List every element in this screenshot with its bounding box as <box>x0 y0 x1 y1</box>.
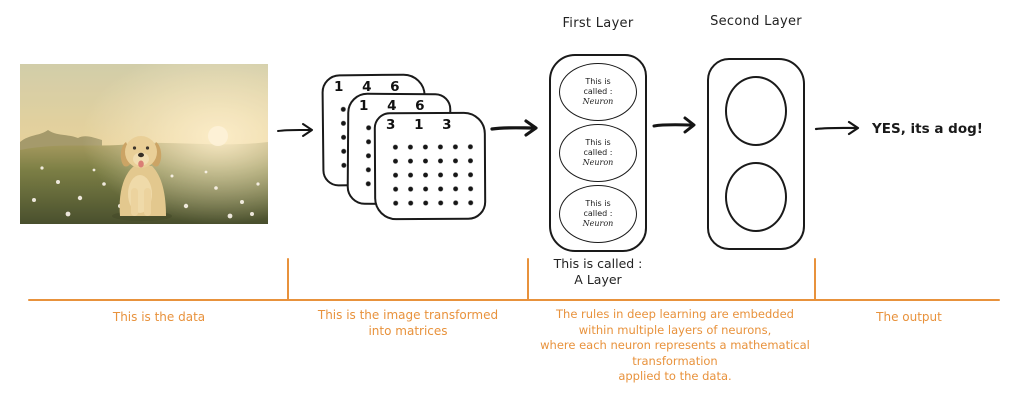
arrow-right-icon <box>490 116 546 140</box>
first-layer-box: This is called : Neuron This is called :… <box>549 54 647 252</box>
output-text: YES, its a dog! <box>872 121 983 137</box>
second-layer-box <box>707 58 805 250</box>
matrix-3-values: 3 1 3 <box>386 117 459 133</box>
annotation-matrices: This is the image transformed into matri… <box>317 308 499 339</box>
annotation-rules: The rules in deep learning are embedded … <box>540 307 810 384</box>
second-layer-label: Second Layer <box>710 14 802 29</box>
dog-photo <box>20 64 268 224</box>
neuron-ellipse: This is called : Neuron <box>559 63 637 121</box>
first-layer-label: First Layer <box>562 16 634 31</box>
annotation-divider-line <box>28 299 1000 302</box>
divider-tick <box>287 258 290 300</box>
neuron-ellipse: This is called : Neuron <box>559 185 637 243</box>
neuron-name: Neuron <box>582 158 614 167</box>
annotation-output: The output <box>876 310 942 324</box>
neuron-name: Neuron <box>582 97 614 106</box>
arrow-right-icon <box>276 120 320 140</box>
neuron-ellipse-empty <box>725 162 787 232</box>
matrix-2-values: 1 4 6 <box>359 98 432 114</box>
divider-tick <box>527 258 530 300</box>
neuron-text-line1: This is <box>585 199 611 208</box>
matrix-dots-grid <box>385 137 476 210</box>
arrow-right-icon <box>652 114 704 136</box>
neuron-text-line1: This is <box>585 77 611 86</box>
neuron-ellipse-empty <box>725 76 787 146</box>
annotation-data: This is the data <box>112 310 206 324</box>
neuron-name: Neuron <box>582 219 614 228</box>
divider-tick <box>814 258 817 300</box>
dog-photo-illustration <box>20 64 268 224</box>
neuron-text-line1: This is <box>585 138 611 147</box>
arrow-right-icon <box>814 118 868 138</box>
neuron-text-line2: called : <box>583 148 613 157</box>
matrix-1-values: 1 4 6 <box>334 79 407 95</box>
neuron-text-line2: called : <box>583 209 613 218</box>
neuron-ellipse: This is called : Neuron <box>559 124 637 182</box>
neuron-text-line2: called : <box>583 87 613 96</box>
layer-caption: This is called : A Layer <box>553 256 643 288</box>
